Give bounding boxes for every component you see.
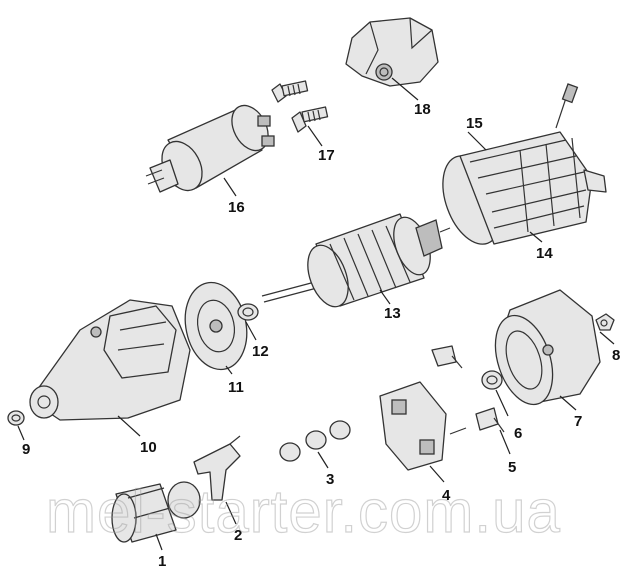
callout-2: 2 bbox=[234, 527, 242, 544]
callout-8: 8 bbox=[612, 347, 620, 364]
callout-11: 11 bbox=[228, 379, 244, 396]
callout-4: 4 bbox=[442, 487, 451, 504]
part-6-bushing bbox=[481, 370, 503, 390]
callout-12: 12 bbox=[252, 343, 269, 360]
callout-6: 6 bbox=[514, 425, 522, 442]
part-10-drive-housing bbox=[29, 299, 191, 421]
part-12-bushing bbox=[237, 303, 259, 321]
part-5-brushes bbox=[431, 345, 505, 433]
part-14-15-field-coil bbox=[442, 83, 607, 245]
callout-18: 18 bbox=[414, 101, 431, 118]
callout-15: 15 bbox=[466, 115, 483, 132]
part-7-end-housing bbox=[494, 289, 601, 406]
part-4-brush-holder bbox=[379, 381, 467, 471]
leader-lines bbox=[17, 77, 615, 551]
part-9-bushing bbox=[7, 410, 25, 426]
part-17-terminal-bolts bbox=[271, 80, 329, 133]
part-3-bushings bbox=[279, 420, 351, 462]
callout-14: 14 bbox=[536, 245, 553, 262]
callout-1: 1 bbox=[158, 553, 166, 570]
callout-17: 17 bbox=[318, 147, 335, 164]
callout-16: 16 bbox=[228, 199, 245, 216]
callout-9: 9 bbox=[22, 441, 30, 458]
part-8-nut bbox=[595, 313, 615, 331]
part-13-armature bbox=[261, 213, 451, 308]
part-16-solenoid bbox=[145, 104, 275, 193]
callout-10: 10 bbox=[140, 439, 157, 456]
callout-13: 13 bbox=[384, 305, 401, 322]
callout-7: 7 bbox=[574, 413, 582, 430]
part-18-terminal-cover bbox=[345, 17, 439, 87]
part-2-drive-lever bbox=[193, 435, 241, 501]
part-11-gear-plate bbox=[184, 281, 248, 371]
callout-5: 5 bbox=[508, 459, 516, 476]
callout-labels: 18 17 16 15 14 13 12 11 10 9 8 7 6 5 4 3… bbox=[22, 101, 620, 570]
callout-3: 3 bbox=[326, 471, 334, 488]
part-1-drive-pinion bbox=[111, 481, 201, 543]
watermark-text: mel-starter.com.ua bbox=[46, 478, 561, 545]
